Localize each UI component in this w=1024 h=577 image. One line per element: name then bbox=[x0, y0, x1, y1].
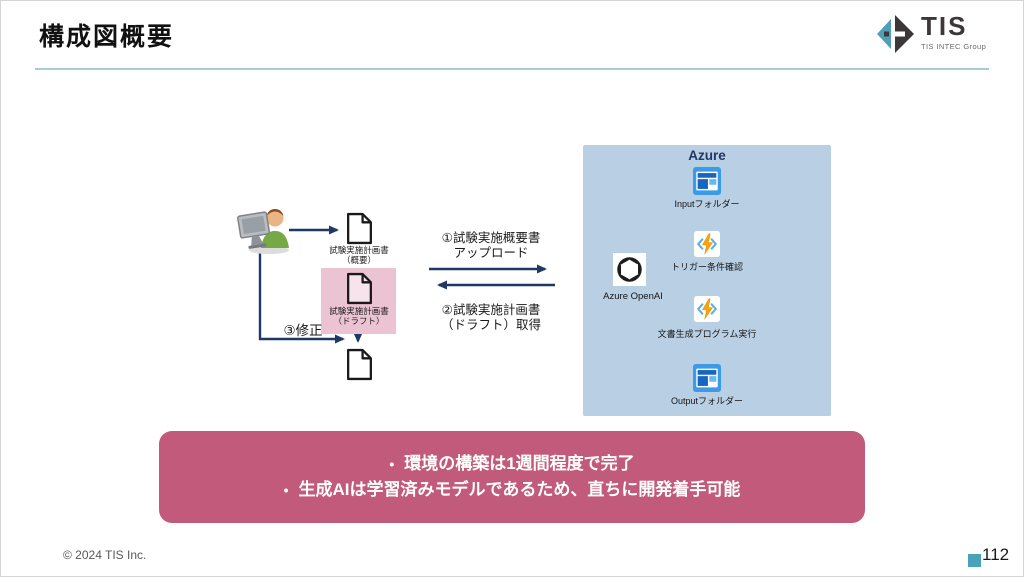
title-divider bbox=[35, 68, 989, 70]
azure-functions-trigger-icon bbox=[694, 231, 720, 257]
output-folder-icon bbox=[693, 364, 721, 392]
step3-label: ③修正 bbox=[283, 323, 323, 338]
azure-group-box: Azure Inputフォルダー トリガー条件確認 bbox=[583, 145, 831, 416]
page-marker-square bbox=[968, 554, 981, 567]
output-folder-label: Outputフォルダー bbox=[670, 396, 744, 406]
step1-label: ①試験実施概要書 アップロード bbox=[441, 231, 541, 260]
step2-label: ②試験実施計画書 （ドラフト）取得 bbox=[440, 303, 541, 332]
azure-title: Azure bbox=[688, 148, 726, 163]
tis-diamond-icon bbox=[877, 15, 914, 53]
logo-subtext: TIS INTEC Group bbox=[921, 42, 987, 51]
trigger-label: トリガー条件確認 bbox=[670, 262, 743, 272]
document-icon-revised bbox=[347, 348, 372, 381]
tis-logo: TIS TIS INTEC Group bbox=[875, 13, 986, 55]
user-at-computer-icon bbox=[237, 209, 289, 254]
openai-icon bbox=[613, 253, 646, 286]
input-folder-icon bbox=[693, 167, 721, 195]
openai-label: Azure OpenAI bbox=[603, 291, 663, 302]
document-draft-label: 試験実施計画書 （ドラフト） bbox=[329, 306, 389, 326]
copyright-text: © 2024 TIS Inc. bbox=[63, 548, 147, 562]
callout-bullet-2: 生成AIは学習済みモデルであるため、直ちに開発着手可能 bbox=[284, 477, 741, 503]
document-overview-label: 試験実施計画書 （概要） bbox=[329, 245, 389, 265]
document-icon-overview bbox=[347, 212, 372, 245]
generate-label: 文書生成プログラム実行 bbox=[657, 329, 757, 339]
logo-text: TIS bbox=[921, 11, 968, 41]
page-title: 構成図概要 bbox=[39, 23, 175, 51]
document-icon-draft bbox=[347, 272, 372, 305]
input-folder-label: Inputフォルダー bbox=[674, 199, 740, 209]
azure-functions-generate-icon bbox=[694, 296, 720, 322]
callout-bullet-1: 環境の構築は1週間程度で完了 bbox=[389, 451, 634, 477]
summary-callout: 環境の構築は1週間程度で完了 生成AIは学習済みモデルであるため、直ちに開発着手… bbox=[159, 431, 865, 523]
page-number: 112 bbox=[982, 545, 1010, 564]
